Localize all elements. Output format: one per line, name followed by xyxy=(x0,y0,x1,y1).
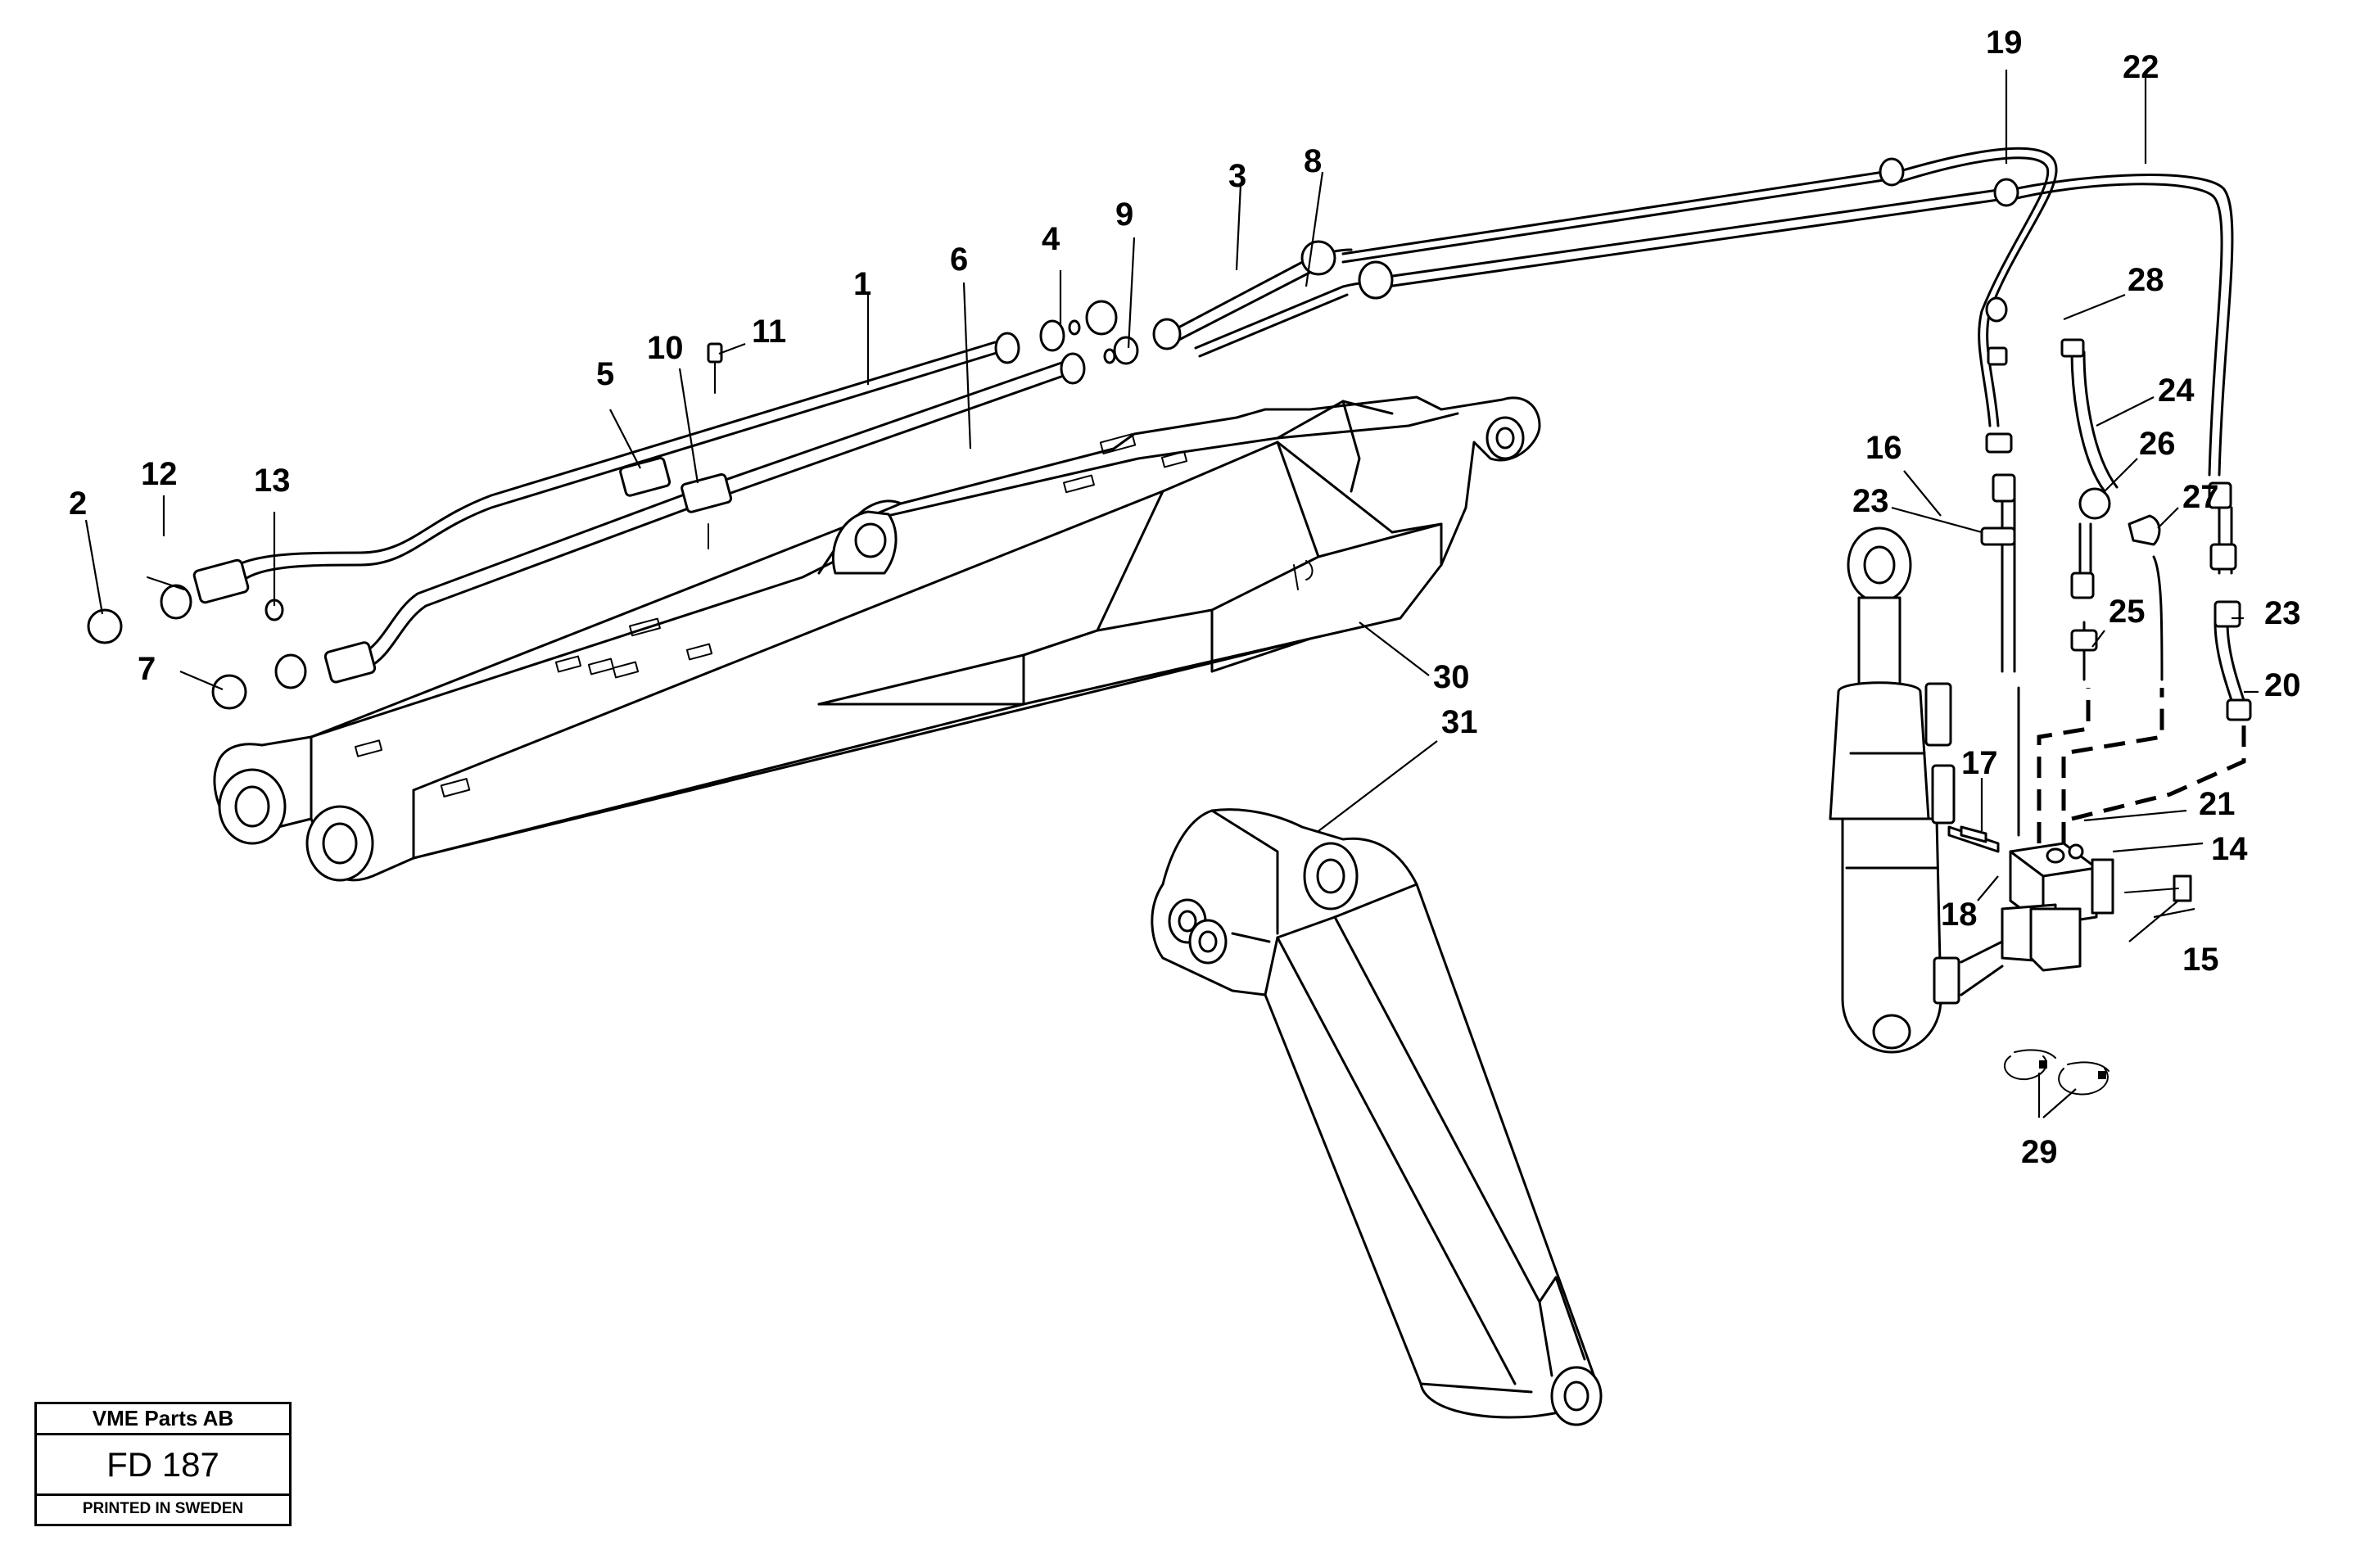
hydraulic-hoses xyxy=(1890,147,2250,843)
callout-16: 16 xyxy=(1865,430,1902,466)
callout-20: 20 xyxy=(2264,667,2301,703)
company-name: VME Parts AB xyxy=(37,1404,289,1435)
boom-assembly xyxy=(213,395,1541,882)
callout-6: 6 xyxy=(950,242,968,278)
callout-17: 17 xyxy=(1961,745,1998,781)
callout-8: 8 xyxy=(1304,143,1322,179)
callout-14: 14 xyxy=(2211,831,2248,867)
callout-numbers: 1 2 3 4 5 6 7 8 9 10 11 12 13 14 15 16 1… xyxy=(69,25,2301,1170)
callout-28: 28 xyxy=(2128,262,2164,298)
safety-valve-block xyxy=(1947,825,2192,996)
callout-13: 13 xyxy=(254,463,291,499)
callout-1: 1 xyxy=(853,266,871,302)
cable-ties xyxy=(2003,1049,2110,1096)
callout-leaders xyxy=(84,70,2259,1118)
callout-7: 7 xyxy=(138,651,156,687)
callout-23-right: 23 xyxy=(2264,595,2301,631)
callout-22: 22 xyxy=(2123,49,2159,85)
callout-25: 25 xyxy=(2109,594,2146,630)
callout-5: 5 xyxy=(596,356,614,392)
callout-31: 31 xyxy=(1441,704,1478,740)
callout-24: 24 xyxy=(2158,373,2195,409)
callout-29: 29 xyxy=(2021,1134,2058,1170)
callout-12: 12 xyxy=(141,456,178,492)
diagram-code: FD 187 xyxy=(37,1435,289,1496)
callout-11: 11 xyxy=(752,314,786,350)
title-block: VME Parts AB FD 187 PRINTED IN SWEDEN xyxy=(34,1402,292,1526)
arm-assembly xyxy=(1151,808,1603,1426)
pipe-fittings xyxy=(87,157,2252,721)
callout-2: 2 xyxy=(69,486,87,522)
callout-3: 3 xyxy=(1228,158,1246,194)
callout-9: 9 xyxy=(1115,197,1133,233)
callout-23-left: 23 xyxy=(1852,483,1889,519)
callout-26: 26 xyxy=(2139,426,2176,462)
callout-19: 19 xyxy=(1986,25,2023,61)
callout-10: 10 xyxy=(647,330,684,366)
callout-30: 30 xyxy=(1433,659,1470,695)
callout-27: 27 xyxy=(2182,479,2219,515)
hydraulic-cylinder xyxy=(1829,526,1960,1054)
hydraulic-pipes xyxy=(236,170,2000,669)
callout-18: 18 xyxy=(1941,897,1978,933)
callout-21: 21 xyxy=(2199,786,2236,822)
printed-note: PRINTED IN SWEDEN xyxy=(82,1500,244,1517)
callout-4: 4 xyxy=(1042,221,1060,257)
callout-15: 15 xyxy=(2182,942,2219,978)
